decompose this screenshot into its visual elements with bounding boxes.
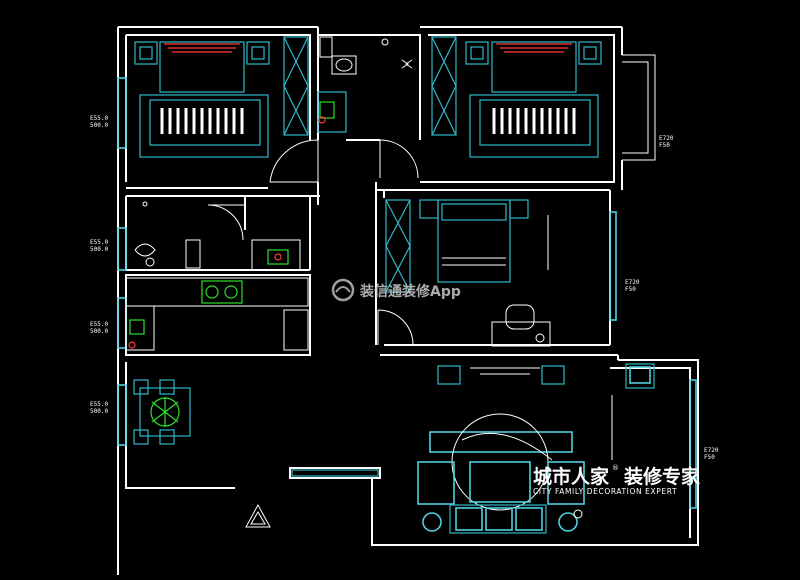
walls	[117, 26, 699, 575]
dim-label: E55.0	[90, 239, 108, 246]
dim-label: E720	[625, 279, 640, 286]
dim-label: F50	[659, 142, 670, 149]
dining-table	[133, 379, 191, 445]
dim-label: E55.0	[90, 321, 108, 328]
kitchen	[125, 277, 309, 351]
app-watermark-text: 装信通装修App	[359, 283, 461, 300]
living-room	[417, 363, 655, 534]
dimension-labels: E55.0 500.0 E55.0 500.0 E55.0 500.0 E55.…	[90, 115, 719, 461]
dim-label: E55.0	[90, 115, 108, 122]
windows	[117, 77, 697, 509]
dim-label: E720	[659, 135, 674, 142]
second-bed	[431, 36, 602, 158]
third-bedroom	[385, 199, 551, 347]
dim-label: 500.0	[90, 408, 108, 415]
utility-room	[134, 201, 301, 271]
brand-watermark: 城市人家 ® 装修专家 CITY FAMILY DECORATION EXPER…	[533, 464, 701, 496]
doors	[180, 139, 419, 356]
brand-cn2-text: 装修专家	[623, 465, 701, 488]
dim-label: E720	[704, 447, 719, 454]
master-bed	[134, 36, 309, 158]
dim-label: 500.0	[90, 122, 108, 129]
entry-marker	[245, 503, 271, 528]
app-watermark: 装信通装修App	[331, 278, 461, 302]
dim-label: 500.0	[90, 328, 108, 335]
dim-label: E55.0	[90, 401, 108, 408]
brand-en-text: CITY FAMILY DECORATION EXPERT	[533, 487, 677, 496]
dim-label: F50	[704, 454, 715, 461]
bathroom-fixtures	[317, 36, 413, 133]
dim-label: 500.0	[90, 246, 108, 253]
brand-cn-text: 城市人家	[533, 465, 610, 488]
dim-label: F50	[625, 286, 636, 293]
registered-mark: ®	[612, 464, 619, 472]
